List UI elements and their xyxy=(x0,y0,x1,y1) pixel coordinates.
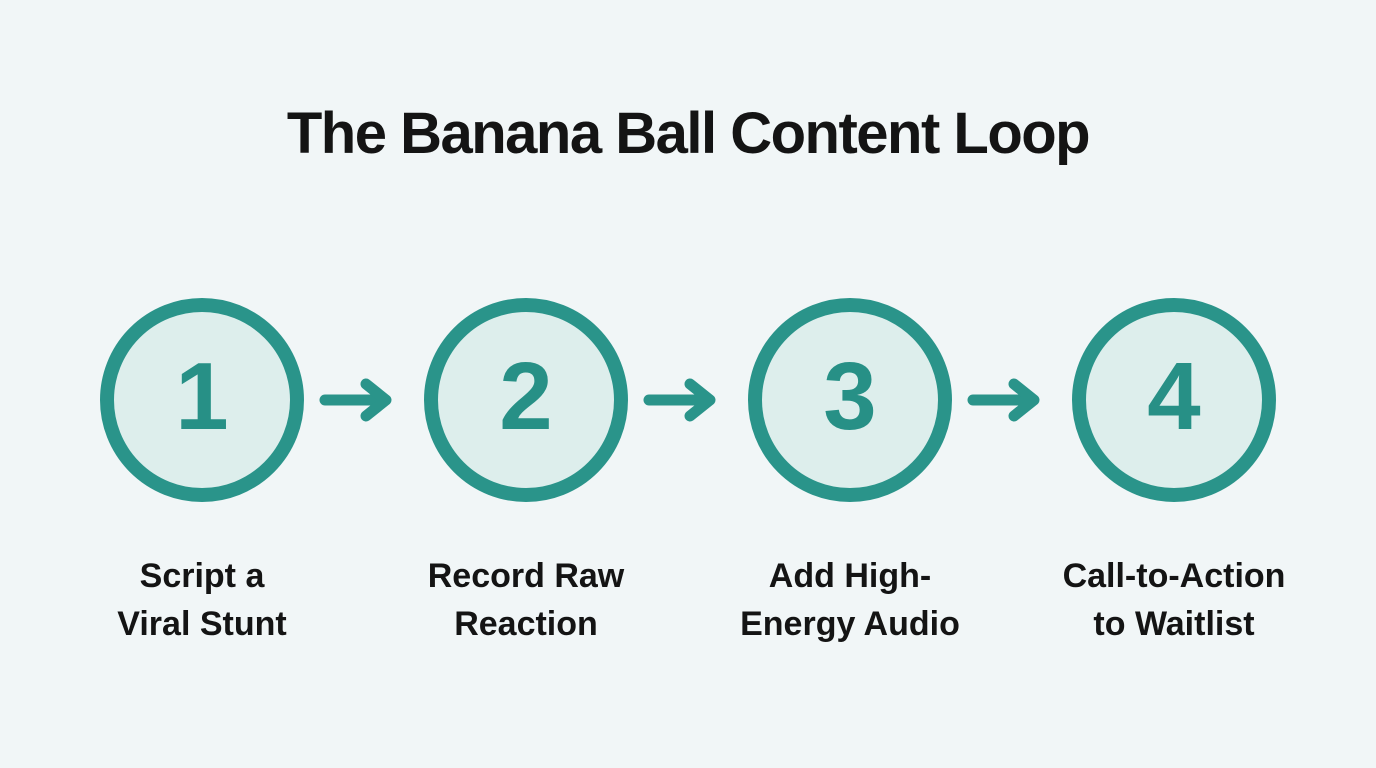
step-label: Call-to-Action to Waitlist xyxy=(1009,552,1339,648)
step-4: 4 Call-to-Action to Waitlist xyxy=(1063,298,1285,648)
arrow-right-icon xyxy=(304,298,424,502)
step-2: 2 Record Raw Reaction xyxy=(424,298,628,648)
step-label-line1: Call-to-Action xyxy=(1062,557,1286,595)
step-number: 3 xyxy=(823,343,877,450)
process-flow: 1 Script a Viral Stunt 2 Record Raw Reac… xyxy=(100,298,1285,648)
step-1: 1 Script a Viral Stunt xyxy=(100,298,304,648)
step-circle: 3 xyxy=(748,298,952,502)
step-circle: 4 xyxy=(1072,298,1276,502)
page-title: The Banana Ball Content Loop xyxy=(286,101,1091,166)
step-label-line1: Record Raw xyxy=(427,557,625,595)
step-label: Add High- Energy Audio xyxy=(685,552,1015,648)
step-label-line1: Script a xyxy=(139,557,265,595)
step-label-line2: Reaction xyxy=(454,605,598,643)
step-label: Record Raw Reaction xyxy=(361,552,691,648)
arrow-right-icon xyxy=(952,298,1072,502)
step-3: 3 Add High- Energy Audio xyxy=(740,298,960,648)
step-label-line2: Energy Audio xyxy=(740,605,960,643)
step-number: 2 xyxy=(499,343,553,450)
arrow-right-icon xyxy=(628,298,748,502)
step-label-line1: Add High- xyxy=(768,557,932,595)
step-label-line2: to Waitlist xyxy=(1093,605,1255,643)
step-number: 4 xyxy=(1147,343,1201,450)
step-label-line2: Viral Stunt xyxy=(117,605,287,643)
step-circle: 2 xyxy=(424,298,628,502)
step-number: 1 xyxy=(175,343,229,450)
step-label: Script a Viral Stunt xyxy=(37,552,367,648)
step-circle: 1 xyxy=(100,298,304,502)
